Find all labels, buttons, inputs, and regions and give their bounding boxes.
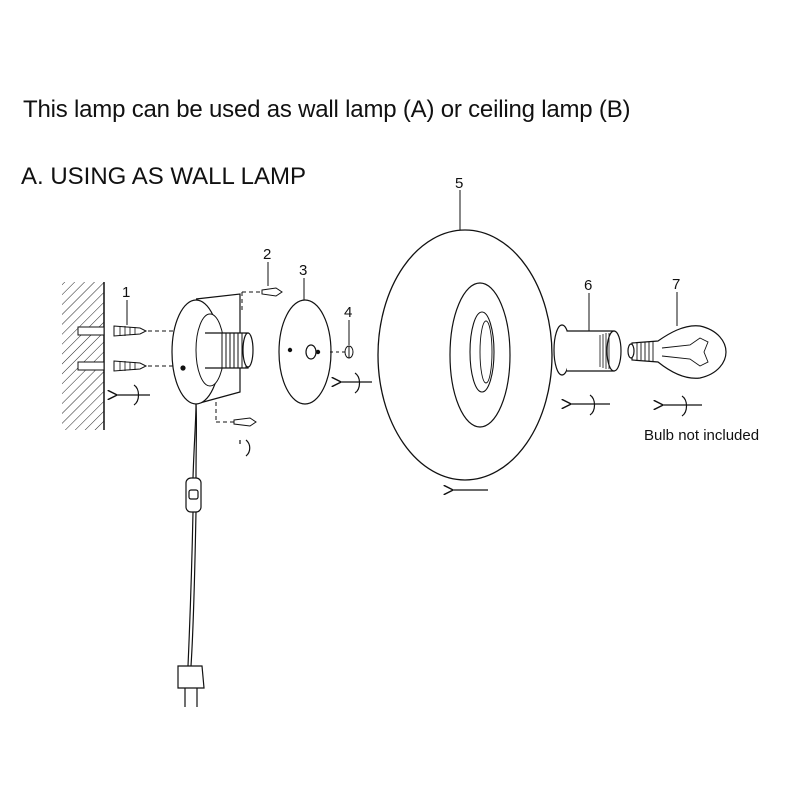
small-screw xyxy=(330,345,354,359)
wall xyxy=(62,282,105,430)
part-number-6: 6 xyxy=(584,277,592,294)
rotate-arrow-icon xyxy=(662,395,702,417)
bulb-note: Bulb not included xyxy=(644,427,759,444)
rotate-arrow-icon xyxy=(570,394,610,416)
light-bulb xyxy=(627,325,727,379)
part-number-4: 4 xyxy=(344,304,352,321)
wall-plugs xyxy=(77,325,176,372)
leader-lines xyxy=(126,190,678,345)
lamp-holder xyxy=(553,324,622,376)
intro-text: This lamp can be used as wall lamp (A) o… xyxy=(23,96,631,123)
section-title: A. USING AS WALL LAMP xyxy=(21,163,306,190)
lamp-shade xyxy=(377,229,553,481)
part-number-3: 3 xyxy=(299,262,307,279)
part-number-7: 7 xyxy=(672,276,680,293)
screws xyxy=(215,287,283,427)
power-plug xyxy=(177,665,205,707)
inline-switch xyxy=(185,477,202,513)
part-number-2: 2 xyxy=(263,246,271,263)
rotate-arrow-icon xyxy=(340,372,372,394)
part-number-1: 1 xyxy=(122,284,130,301)
part-number-5: 5 xyxy=(455,175,463,192)
lamp-base xyxy=(171,293,254,405)
rotate-arrow-icon xyxy=(239,439,251,457)
rotate-arrow-icon xyxy=(116,384,150,406)
power-cable xyxy=(187,403,198,667)
mounting-plate xyxy=(278,299,332,405)
